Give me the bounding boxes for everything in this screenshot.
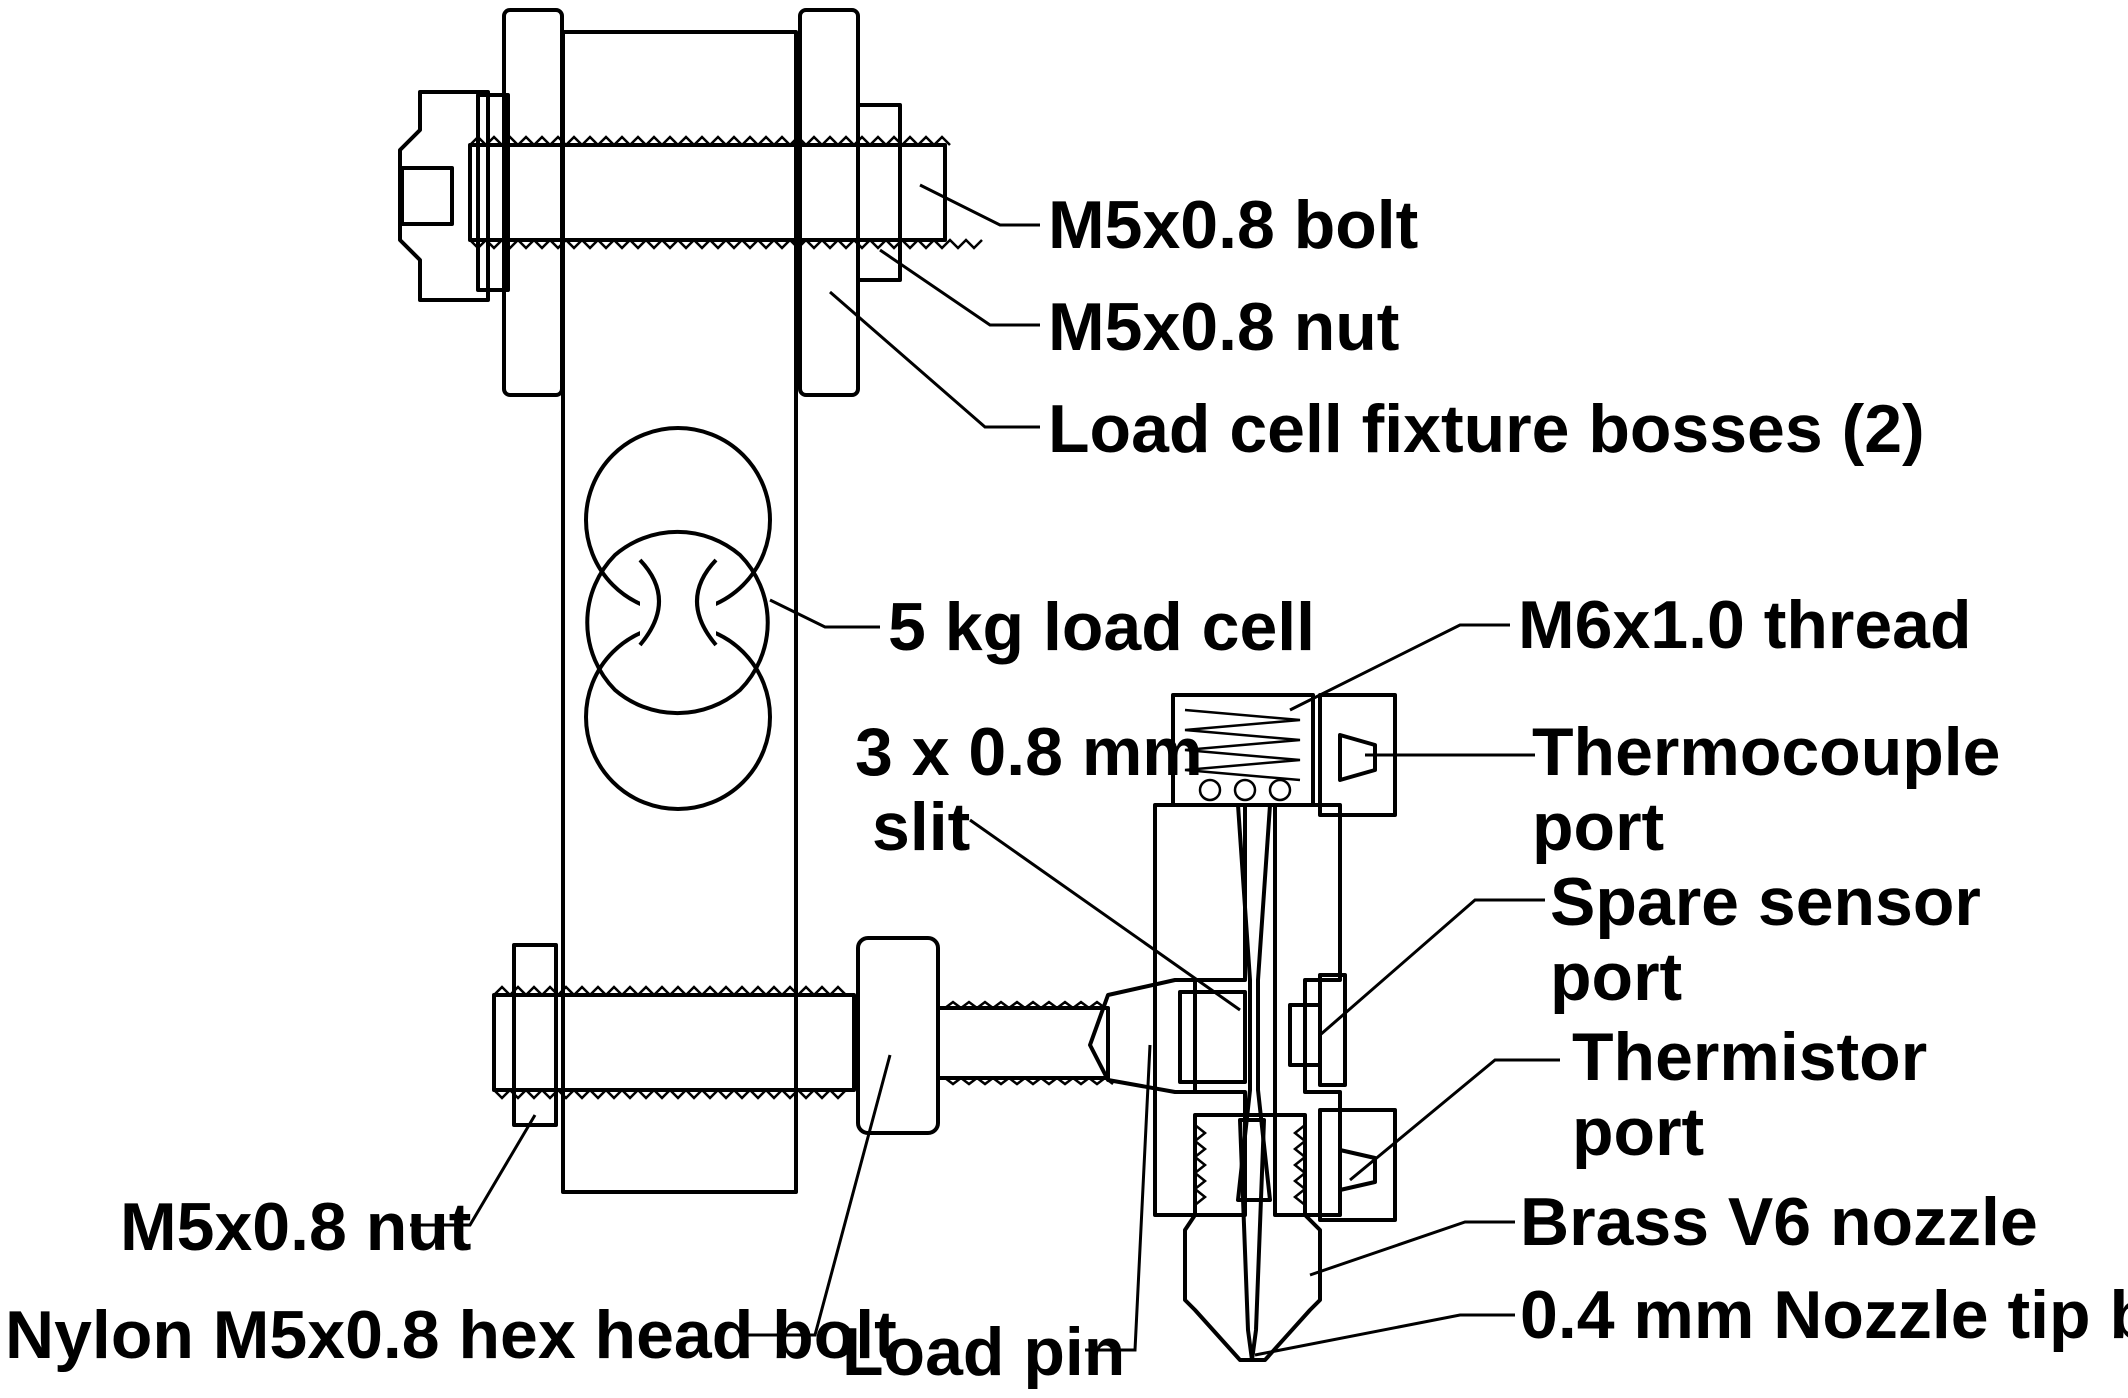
label-slit-line2: slit [872,789,970,865]
label-thermocouple-line2: port [1532,789,1664,865]
label-nylon-bolt: Nylon M5x0.8 hex head bolt [5,1297,897,1373]
label-spare-sensor-line2: port [1550,939,1682,1015]
brass-nozzle [1183,1113,1322,1362]
top-nut-right [856,103,902,282]
load-cell [561,30,798,1194]
bottom-nut-left [512,943,558,1127]
nylon-bolt-shaft [492,985,1114,1100]
label-thermocouple-line1: Thermocouple [1532,714,2001,790]
thermistor-port [1318,1108,1397,1222]
label-top-bolt: M5x0.8 bolt [1048,187,1418,263]
leader-lines [410,183,1560,1357]
label-nozzle-tip-bore: 0.4 mm Nozzle tip bore [1520,1277,2128,1353]
label-fixture-bosses: Load cell fixture bosses (2) [1048,391,1925,467]
fixture-boss-right [798,8,860,397]
label-brass-nozzle: Brass V6 nozzle [1520,1184,2038,1260]
nylon-bolt-head [856,936,940,1135]
spare-sensor-port [1288,973,1347,1087]
top-bolt-shaft [468,135,983,250]
top-nut-left [476,93,510,292]
label-bottom-nut: M5x0.8 nut [120,1189,471,1265]
load-cell-holes [585,529,770,716]
label-spare-sensor-line1: Spare sensor [1550,864,1981,940]
fixture-boss-left [502,8,564,397]
label-top-nut: M5x0.8 nut [1048,289,1399,365]
top-bolt-head [398,90,490,302]
label-m6-thread: M6x1.0 thread [1518,587,1972,663]
label-thermistor-line2: port [1572,1094,1704,1170]
label-slit-line1: 3 x 0.8 mm [855,714,1203,790]
label-load-cell: 5 kg load cell [888,589,1315,665]
label-thermistor-line1: Thermistor [1572,1019,1927,1095]
label-load-pin: Load pin [842,1314,1125,1390]
heater-block [1153,693,1342,1217]
